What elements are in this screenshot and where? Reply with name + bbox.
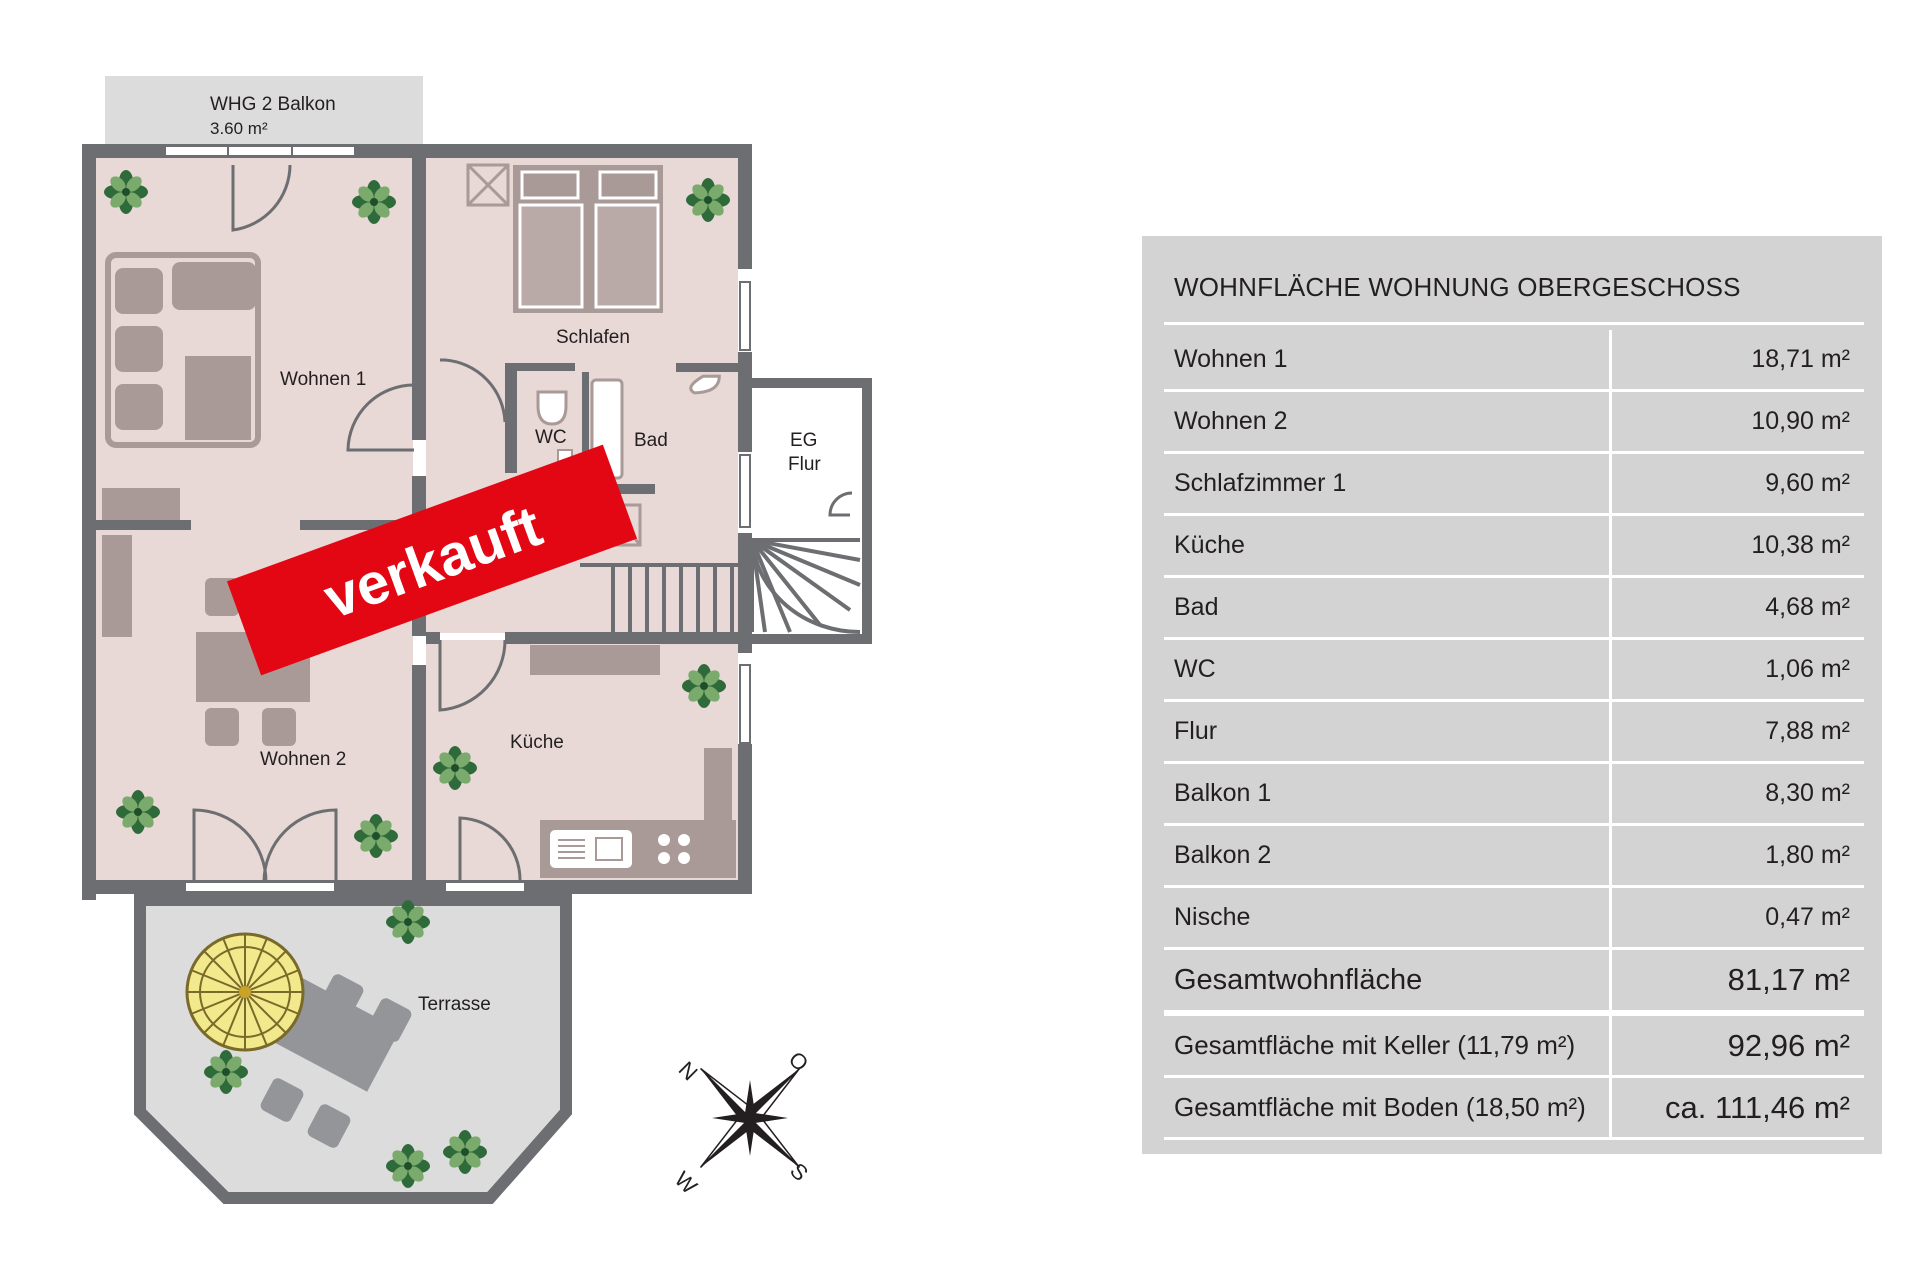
area-row-label: Schlafzimmer 1 — [1164, 454, 1612, 513]
label-wohnen-2: Wohnen 2 — [260, 749, 346, 770]
compass-icon — [699, 1067, 801, 1169]
compass-o: O — [784, 1046, 814, 1076]
balcony-area — [105, 76, 423, 146]
area-row: Nische 0,47 m² — [1164, 888, 1864, 950]
sofa-cushion — [172, 262, 256, 310]
sofa-cushion — [115, 326, 163, 372]
balcony-label: WHG 2 Balkon — [210, 94, 336, 115]
bed-half — [594, 203, 660, 309]
area-row-value: 4,68 m² — [1765, 593, 1850, 621]
area-row: Wohnen 2 10,90 m² — [1164, 392, 1864, 454]
area-row-value: 1,80 m² — [1765, 841, 1850, 869]
sofa-frame — [105, 252, 261, 448]
area-row: WC 1,06 m² — [1164, 640, 1864, 702]
area-table-title: WOHNFLÄCHE WOHNUNG OBERGESCHOSS — [1174, 272, 1741, 302]
sofa-cushion — [115, 268, 163, 314]
label-flur: Flur — [788, 454, 821, 475]
area-row-value: 9,60 m² — [1765, 469, 1850, 497]
label-wohnen-1: Wohnen 1 — [280, 369, 366, 390]
area-row-label: Balkon 2 — [1164, 826, 1612, 885]
toilet — [536, 390, 568, 426]
area-total-row: Gesamtwohnfläche 81,17 m² — [1164, 950, 1864, 1016]
area-rows: Wohnen 1 18,71 m² Wohnen 2 10,90 m² Schlaf… — [1164, 330, 1864, 1140]
pillow — [598, 170, 658, 200]
label-terrasse: Terrasse — [418, 994, 491, 1015]
area-row-label: Wohnen 1 — [1164, 330, 1612, 389]
divider — [1164, 322, 1864, 325]
area-row-label: Nische — [1164, 888, 1612, 947]
area-row: Schlafzimmer 1 9,60 m² — [1164, 454, 1864, 516]
area-row: Balkon 1 8,30 m² — [1164, 764, 1864, 826]
compass-w: W — [670, 1166, 703, 1199]
area-row-label: Flur — [1164, 702, 1612, 761]
area-table: WOHNFLÄCHE WOHNUNG OBERGESCHOSS Wohnen 1… — [1142, 236, 1882, 1154]
door-swings — [192, 164, 853, 883]
sideboard — [102, 488, 180, 522]
label-eg: EG — [790, 430, 817, 451]
area-row-value: 0,47 m² — [1765, 903, 1850, 931]
area-cellar-value: 92,96 m² — [1727, 1027, 1850, 1063]
area-cellar-label: Gesamtfläche mit Keller (11,79 m²) — [1164, 1016, 1612, 1075]
room-eg-flur — [752, 390, 864, 634]
label-bad: Bad — [634, 430, 668, 451]
area-row-label: Küche — [1164, 516, 1612, 575]
balcony-area-value: 3.60 m² — [210, 119, 268, 138]
area-row-label: WC — [1164, 640, 1612, 699]
pillow — [520, 170, 580, 200]
area-row-value: 7,88 m² — [1765, 717, 1850, 745]
kitchen-counter — [530, 645, 660, 675]
area-row-value: 10,90 m² — [1751, 407, 1850, 435]
cooktop — [652, 828, 696, 870]
area-row-value: 18,71 m² — [1751, 345, 1850, 373]
compass-s: S — [785, 1158, 813, 1186]
area-attic-value: ca. 111,46 m² — [1665, 1089, 1850, 1125]
windows — [164, 145, 751, 893]
label-wc: WC — [535, 427, 567, 448]
sofa-cushion — [115, 384, 163, 430]
dining-chair — [205, 708, 239, 746]
area-row-value: 1,06 m² — [1765, 655, 1850, 683]
area-row: Küche 10,38 m² — [1164, 516, 1864, 578]
area-cellar-row: Gesamtfläche mit Keller (11,79 m²) 92,96 … — [1164, 1016, 1864, 1078]
parasol — [185, 932, 305, 1052]
label-schlafen: Schlafen — [556, 327, 630, 348]
dining-chair — [262, 708, 296, 746]
compass-n: N — [674, 1056, 703, 1085]
area-attic-label: Gesamtfläche mit Boden (18,50 m²) — [1164, 1078, 1612, 1137]
area-row-value: 8,30 m² — [1765, 779, 1850, 807]
area-row-value: 10,38 m² — [1751, 531, 1850, 559]
label-kueche: Küche — [510, 732, 564, 753]
area-row: Flur 7,88 m² — [1164, 702, 1864, 764]
area-row-label: Bad — [1164, 578, 1612, 637]
area-row: Wohnen 1 18,71 m² — [1164, 330, 1864, 392]
coffee-table — [185, 356, 251, 440]
area-attic-row: Gesamtfläche mit Boden (18,50 m²) ca. 111… — [1164, 1078, 1864, 1140]
kitchen-sink — [550, 830, 632, 868]
area-row-label: Wohnen 2 — [1164, 392, 1612, 451]
bed-half — [518, 203, 584, 309]
area-total-value: 81,17 m² — [1727, 962, 1850, 997]
sink — [689, 374, 721, 395]
shelf — [102, 535, 132, 637]
area-total-label: Gesamtwohnfläche — [1164, 950, 1612, 1010]
area-row: Balkon 2 1,80 m² — [1164, 826, 1864, 888]
chimney — [466, 163, 510, 207]
area-row: Bad 4,68 m² — [1164, 578, 1864, 640]
area-row-label: Balkon 1 — [1164, 764, 1612, 823]
